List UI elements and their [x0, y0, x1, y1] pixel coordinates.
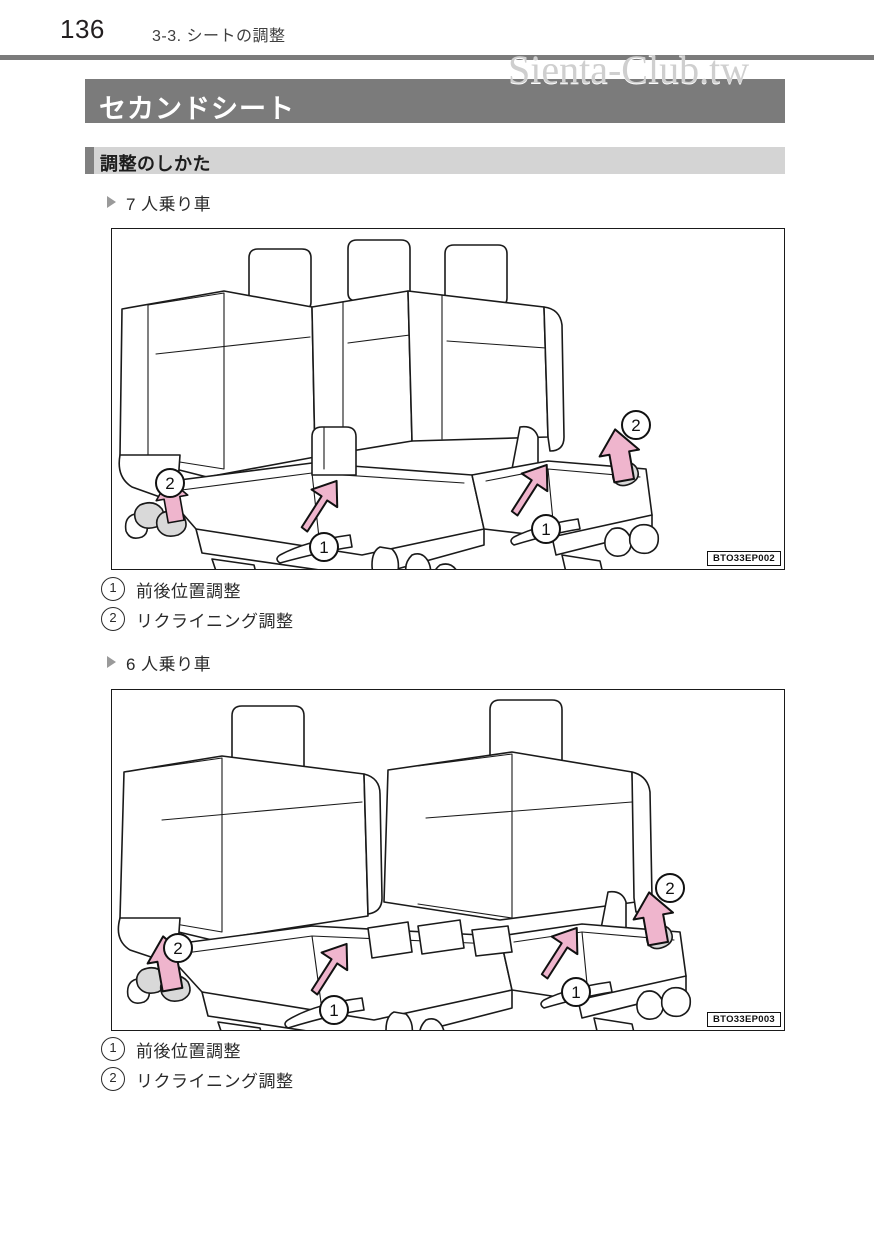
running-head: 136 3-3. シートの調整	[0, 14, 874, 54]
legend-item: 1 前後位置調整	[101, 1034, 294, 1064]
triangle-bullet-icon	[107, 196, 116, 208]
svg-text:1: 1	[571, 983, 580, 1002]
chapter-title: セカンドシート	[99, 94, 295, 124]
callout-number-2: 2	[101, 1067, 125, 1091]
figure-7-seater: 1 1 2 2 BTO33EP002	[111, 228, 785, 570]
callout-label-2: リクライニング調整	[136, 1071, 294, 1091]
svg-text:2: 2	[173, 939, 182, 958]
svg-text:1: 1	[329, 1001, 338, 1020]
callout-number-2: 2	[101, 607, 125, 631]
svg-text:2: 2	[665, 879, 674, 898]
callout-number-1: 1	[101, 1037, 125, 1061]
legend-6-seater: 1 前後位置調整 2 リクライニング調整	[101, 1034, 294, 1094]
chapter-title-bar: セカンドシート	[85, 79, 785, 124]
header-rule	[0, 55, 874, 60]
legend-item: 1 前後位置調整	[101, 574, 294, 604]
section-title: 調整のしかた	[100, 154, 211, 174]
triangle-bullet-icon	[107, 656, 116, 668]
svg-text:2: 2	[165, 474, 174, 493]
section-title-bar: 調整のしかた	[85, 147, 785, 174]
subheading-7-seater: 7 人乗り車	[107, 190, 211, 215]
legend-7-seater: 1 前後位置調整 2 リクライニング調整	[101, 574, 294, 634]
svg-text:1: 1	[319, 538, 328, 557]
subheading-6-seater: 6 人乗り車	[107, 650, 211, 675]
svg-text:1: 1	[541, 520, 550, 539]
svg-text:2: 2	[631, 416, 640, 435]
legend-item: 2 リクライニング調整	[101, 1064, 294, 1094]
callout-arrows	[146, 891, 675, 996]
figure-6-seater: 1 1 2 2 BTO33EP003	[111, 689, 785, 1031]
running-head-title: 3-3. シートの調整	[152, 28, 286, 45]
subheading-7-seater-label: 7 人乗り車	[126, 195, 212, 214]
section-accent-tab	[85, 147, 94, 174]
figure-6-seater-drawing: 1 1 2 2	[117, 699, 692, 1030]
callout-label-1: 前後位置調整	[136, 581, 241, 601]
figure-code-6-seater: BTO33EP003	[707, 1011, 781, 1027]
callout-arrows	[155, 428, 641, 533]
page-number: 136	[60, 14, 105, 44]
callout-numbers: 1 1 2 2	[163, 873, 685, 1025]
callout-label-1: 前後位置調整	[136, 1041, 241, 1061]
subheading-6-seater-label: 6 人乗り車	[126, 655, 212, 674]
figure-code-7-seater: BTO33EP002	[707, 550, 781, 566]
callout-numbers: 1 1 2 2	[155, 410, 651, 562]
callout-number-1: 1	[101, 577, 125, 601]
legend-item: 2 リクライニング調整	[101, 604, 294, 634]
figure-7-seater-drawing: 1 1 2 2	[118, 239, 660, 569]
callout-label-2: リクライニング調整	[136, 611, 294, 631]
